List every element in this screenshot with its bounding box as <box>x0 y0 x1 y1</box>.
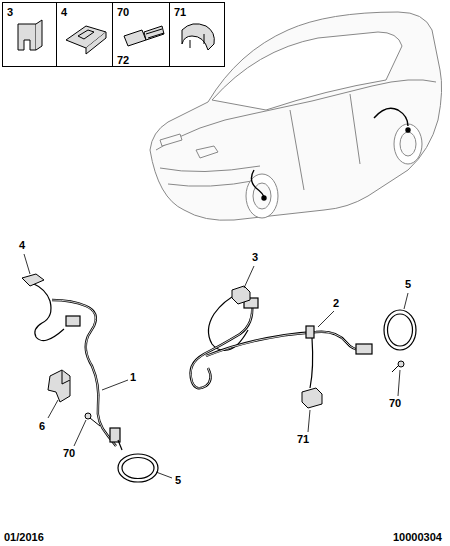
callout-number: 6 <box>38 420 46 433</box>
part-cell: 71 <box>169 2 225 67</box>
callout-number: 4 <box>61 7 67 18</box>
callout-number: 5 <box>404 278 412 291</box>
bracket-part <box>48 370 70 402</box>
footer-note: 01/2016 <box>3 531 45 544</box>
callout-number: 3 <box>7 7 13 18</box>
screw-icon <box>124 26 164 46</box>
callout-number: 5 <box>174 474 182 487</box>
callout-number: 4 <box>18 239 26 252</box>
part-cell: 70 72 <box>112 2 170 67</box>
clip-part <box>232 286 322 408</box>
callout-number: 71 <box>296 433 310 446</box>
callout-number: 70 <box>388 397 402 410</box>
leader-line <box>24 254 408 478</box>
clip-icon <box>182 24 214 50</box>
part-cell: 3 <box>2 2 57 67</box>
callout-number: 2 <box>332 297 340 310</box>
callout-number: 72 <box>117 55 129 66</box>
callout-number: 70 <box>62 447 76 460</box>
callout-number: 70 <box>117 7 129 18</box>
part-cell: 4 <box>56 2 113 67</box>
footer-note: 10000304 <box>392 531 443 544</box>
tone-ring <box>384 310 416 350</box>
car-illustration <box>150 12 442 220</box>
abs-harness <box>32 283 122 450</box>
screw-part <box>392 361 404 372</box>
abs-harness <box>191 294 373 388</box>
tone-ring <box>118 454 158 482</box>
callout-number: 1 <box>129 371 137 384</box>
callout-number: 71 <box>174 7 186 18</box>
car-sensor-wire <box>251 108 410 200</box>
screw-part <box>85 413 100 426</box>
clip-icon <box>18 20 42 50</box>
clip-icon <box>66 26 106 54</box>
clip-part <box>22 274 44 286</box>
callout-number: 3 <box>251 251 259 264</box>
